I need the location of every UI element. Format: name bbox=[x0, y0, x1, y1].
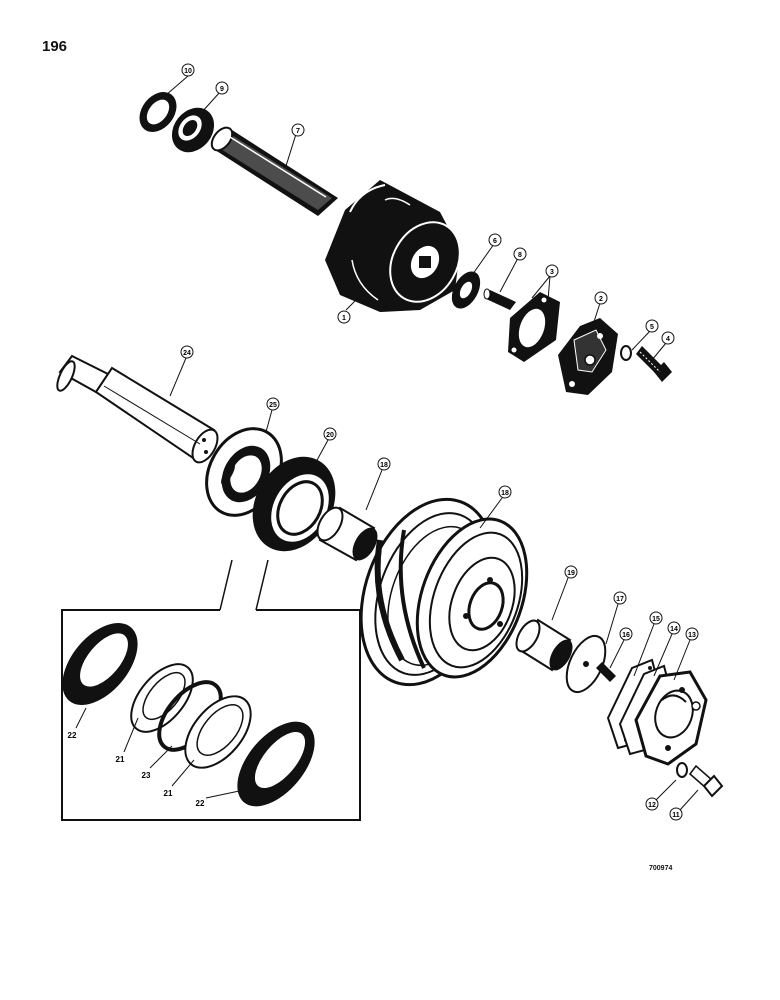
lower-assembly bbox=[56, 354, 724, 811]
svg-text:24: 24 bbox=[183, 350, 191, 357]
callout-16: 16 bbox=[619, 627, 633, 641]
callout-11: 11 bbox=[669, 807, 683, 821]
callout-17: 17 bbox=[613, 591, 627, 605]
main-shaft-part-24 bbox=[56, 354, 219, 464]
inset-leader-lines bbox=[75, 707, 245, 799]
svg-text:7: 7 bbox=[296, 128, 300, 135]
callout-15: 15 bbox=[649, 611, 663, 625]
page-number: 196 bbox=[42, 38, 68, 55]
svg-text:16: 16 bbox=[622, 632, 630, 639]
washer-part-6 bbox=[451, 271, 481, 309]
callout-6: 6 bbox=[488, 233, 502, 247]
track-roller-part-18 bbox=[359, 497, 529, 687]
svg-text:1: 1 bbox=[342, 315, 346, 322]
svg-text:14: 14 bbox=[670, 626, 678, 633]
inset-label-22-right: 22 bbox=[196, 799, 205, 808]
svg-text:18: 18 bbox=[501, 490, 509, 497]
plug-part-16 bbox=[596, 662, 616, 682]
bushing-right-part-19 bbox=[515, 618, 573, 672]
callout-10: 10 bbox=[181, 63, 195, 77]
seal-assembly-part-20 bbox=[252, 456, 336, 552]
callout-labels: 10 9 7 1 6 8 3 2 5 4 24 25 20 18 18 19 1… bbox=[180, 63, 699, 821]
svg-text:4: 4 bbox=[666, 336, 670, 343]
roller-hub-part-1 bbox=[325, 180, 461, 312]
callout-14: 14 bbox=[667, 621, 681, 635]
callout-19-right: 19 bbox=[564, 565, 578, 579]
callout-2: 2 bbox=[594, 291, 608, 305]
callout-7: 7 bbox=[291, 123, 305, 137]
seal-detail-inset bbox=[61, 559, 361, 821]
inset-label-23: 23 bbox=[142, 771, 151, 780]
svg-text:18: 18 bbox=[380, 462, 388, 469]
upper-leader-lines bbox=[165, 75, 667, 361]
seal-part-22-right bbox=[237, 721, 315, 807]
callout-1: 1 bbox=[337, 310, 351, 324]
ring-part-21-lower bbox=[184, 695, 252, 769]
end-cap-part-2 bbox=[558, 318, 618, 395]
svg-text:25: 25 bbox=[269, 402, 277, 409]
inset-labels: 22 21 23 21 22 bbox=[68, 731, 205, 808]
callout-3: 3 bbox=[545, 264, 559, 278]
lock-washer-part-5 bbox=[620, 345, 632, 361]
svg-text:19: 19 bbox=[567, 570, 575, 577]
callout-8: 8 bbox=[513, 247, 527, 261]
bushing-left-part-19 bbox=[316, 506, 378, 562]
inset-label-22-left: 22 bbox=[68, 731, 77, 740]
pin-part-8 bbox=[483, 288, 516, 310]
lock-washer-part-12 bbox=[676, 762, 688, 778]
callout-19-left: 18 bbox=[377, 457, 391, 471]
svg-text:3: 3 bbox=[550, 269, 554, 276]
callout-25: 25 bbox=[266, 397, 280, 411]
gasket-part-3 bbox=[508, 292, 560, 362]
svg-text:8: 8 bbox=[518, 252, 522, 259]
svg-text:2: 2 bbox=[599, 296, 603, 303]
callout-9: 9 bbox=[215, 81, 229, 95]
ring-part-21-upper bbox=[130, 663, 194, 733]
callout-12: 12 bbox=[645, 797, 659, 811]
callout-20: 20 bbox=[323, 427, 337, 441]
svg-text:12: 12 bbox=[648, 802, 656, 809]
svg-text:20: 20 bbox=[326, 432, 334, 439]
svg-text:10: 10 bbox=[184, 68, 192, 75]
seal-part-22-left bbox=[62, 623, 138, 705]
svg-text:17: 17 bbox=[616, 596, 624, 603]
svg-text:11: 11 bbox=[672, 812, 680, 819]
svg-text:15: 15 bbox=[652, 616, 660, 623]
upper-assembly bbox=[139, 75, 672, 395]
shaft-part-7 bbox=[210, 126, 338, 216]
callout-5: 5 bbox=[645, 319, 659, 333]
seal-ring-part-10 bbox=[139, 92, 177, 132]
svg-text:13: 13 bbox=[688, 632, 696, 639]
svg-text:9: 9 bbox=[220, 86, 224, 93]
callout-13: 13 bbox=[685, 627, 699, 641]
bushing-part-9 bbox=[171, 107, 215, 153]
lower-leader-lines bbox=[169, 357, 699, 811]
cap-screw-part-4 bbox=[636, 346, 672, 382]
inset-label-21-upper: 21 bbox=[116, 755, 125, 764]
cap-screw-part-11 bbox=[688, 764, 724, 798]
svg-text:5: 5 bbox=[650, 324, 654, 331]
reference-code: 700974 bbox=[649, 865, 673, 872]
callout-18: 18 bbox=[498, 485, 512, 499]
inset-label-21-lower: 21 bbox=[164, 789, 173, 798]
callout-4: 4 bbox=[661, 331, 675, 345]
end-cap-part-13 bbox=[634, 670, 708, 766]
svg-text:6: 6 bbox=[493, 238, 497, 245]
callout-24: 24 bbox=[180, 345, 194, 359]
